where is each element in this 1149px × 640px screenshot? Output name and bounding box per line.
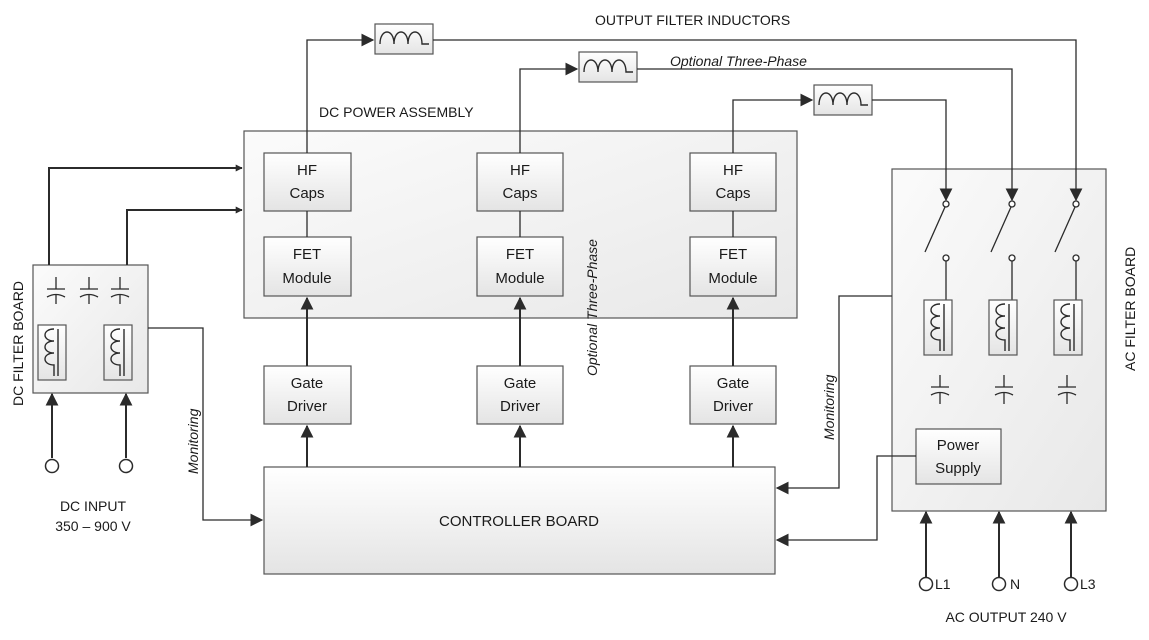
gate-driver-block-1: Gate Driver: [263, 365, 352, 425]
ac-output-label: AC OUTPUT 240 V: [945, 609, 1067, 625]
hf-caps-label-1: HF: [297, 162, 317, 179]
hf-caps-sublabel-1: Caps: [289, 185, 324, 202]
ac-relay-switch-3-icon: [1054, 200, 1080, 300]
dc-bus-positive-wire: [48, 164, 243, 265]
power-supply-to-controller-wire: [775, 455, 916, 547]
ac-filter-board-label: AC FILTER BOARD: [1122, 247, 1138, 371]
hf-caps-sublabel-3: Caps: [715, 185, 750, 202]
ac-output-n-label: N: [1010, 576, 1020, 592]
dc-filter-capacitor-3-icon: [110, 277, 130, 304]
ac-filter-inductor-2-icon: [988, 299, 1018, 356]
ac-output-l1-label: L1: [935, 576, 951, 592]
gate-driver-block-3: Gate Driver: [689, 365, 777, 425]
fet-module-block-2: FET Module: [476, 236, 564, 297]
dc-power-assembly-label: DC POWER ASSEMBLY: [319, 104, 474, 120]
ac-filter-inductor-1-icon: [923, 299, 953, 356]
phase-2-output-wire: [519, 62, 579, 153]
gate-driver-label-2: Gate: [504, 375, 537, 392]
dc-bus-negative-wire: [126, 206, 243, 265]
gate-driver-label-3: Gate: [717, 375, 750, 392]
ac-filter-inductor-3-icon: [1053, 299, 1083, 356]
ac-output-l1-terminal: [918, 576, 934, 592]
ac-output-l3-terminal: [1063, 576, 1079, 592]
monitoring-right-wire: [775, 295, 892, 495]
hf-caps-sublabel-2: Caps: [502, 185, 537, 202]
monitoring-left-wire: [148, 327, 264, 527]
dc-filter-inductor-1-icon: [37, 324, 67, 381]
power-supply-sublabel: Supply: [935, 460, 981, 477]
gate-driver-sublabel-1: Driver: [287, 398, 327, 415]
gate-driver-sublabel-2: Driver: [500, 398, 540, 415]
phase-1-output-wire: [306, 33, 375, 153]
optional-three-phase-vertical-label: Optional Three-Phase: [584, 239, 600, 376]
output-filter-inductors-label: OUTPUT FILTER INDUCTORS: [595, 12, 790, 28]
controller-board: [263, 466, 776, 575]
gate-driver-block-2: Gate Driver: [476, 365, 564, 425]
fet-module-label-1: FET: [293, 246, 321, 263]
controller-board-label: CONTROLLER BOARD: [439, 513, 599, 530]
phase-3-output-wire: [732, 93, 814, 153]
hf-caps-label-3: HF: [723, 162, 743, 179]
monitoring-right-label: Monitoring: [821, 374, 837, 440]
inductor-1-to-ac-wire: [433, 39, 1083, 202]
fet-module-sublabel-2: Module: [495, 270, 544, 287]
dc-input-negative-terminal: [118, 458, 134, 474]
gate-driver-label-1: Gate: [291, 375, 324, 392]
hf-caps-label-2: HF: [510, 162, 530, 179]
ac-filter-capacitor-3-icon: [1057, 375, 1077, 404]
ac-output-n-terminal: [991, 576, 1007, 592]
gate-driver-sublabel-3: Driver: [713, 398, 753, 415]
fet-module-block-3: FET Module: [689, 236, 777, 297]
fet-module-label-2: FET: [506, 246, 534, 263]
monitoring-left-label: Monitoring: [185, 408, 201, 474]
inductor-3-to-ac-wire: [872, 99, 953, 202]
dc-input-label: DC INPUT: [60, 498, 127, 514]
dc-filter-capacitor-2-icon: [79, 277, 99, 304]
ac-filter-capacitor-2-icon: [994, 375, 1014, 404]
inductor-2-to-ac-wire: [637, 68, 1019, 202]
hf-caps-block-2: HF Caps: [476, 152, 564, 212]
dc-input-voltage-label: 350 – 900 V: [55, 518, 131, 534]
dc-filter-inductor-2-icon: [103, 324, 133, 381]
power-supply-label: Power: [937, 437, 980, 454]
dc-filter-capacitor-1-icon: [46, 277, 66, 304]
hf-caps-block-3: HF Caps: [689, 152, 777, 212]
dc-filter-board-label: DC FILTER BOARD: [10, 281, 26, 406]
ac-output-l3-label: L3: [1080, 576, 1096, 592]
fet-module-sublabel-3: Module: [708, 270, 757, 287]
ac-filter-capacitor-1-icon: [930, 375, 950, 404]
fet-module-label-3: FET: [719, 246, 747, 263]
hf-caps-block-1: HF Caps: [263, 152, 352, 212]
power-supply-block: Power Supply: [915, 428, 1002, 485]
fet-module-sublabel-1: Module: [282, 270, 331, 287]
dc-input-positive-terminal: [44, 458, 60, 474]
fet-module-block-1: FET Module: [263, 236, 352, 297]
output-inductor-1-icon: [374, 23, 434, 55]
optional-three-phase-top-label: Optional Three-Phase: [670, 53, 807, 69]
output-inductor-3-icon: [813, 84, 873, 116]
output-inductor-2-icon: [578, 51, 638, 83]
